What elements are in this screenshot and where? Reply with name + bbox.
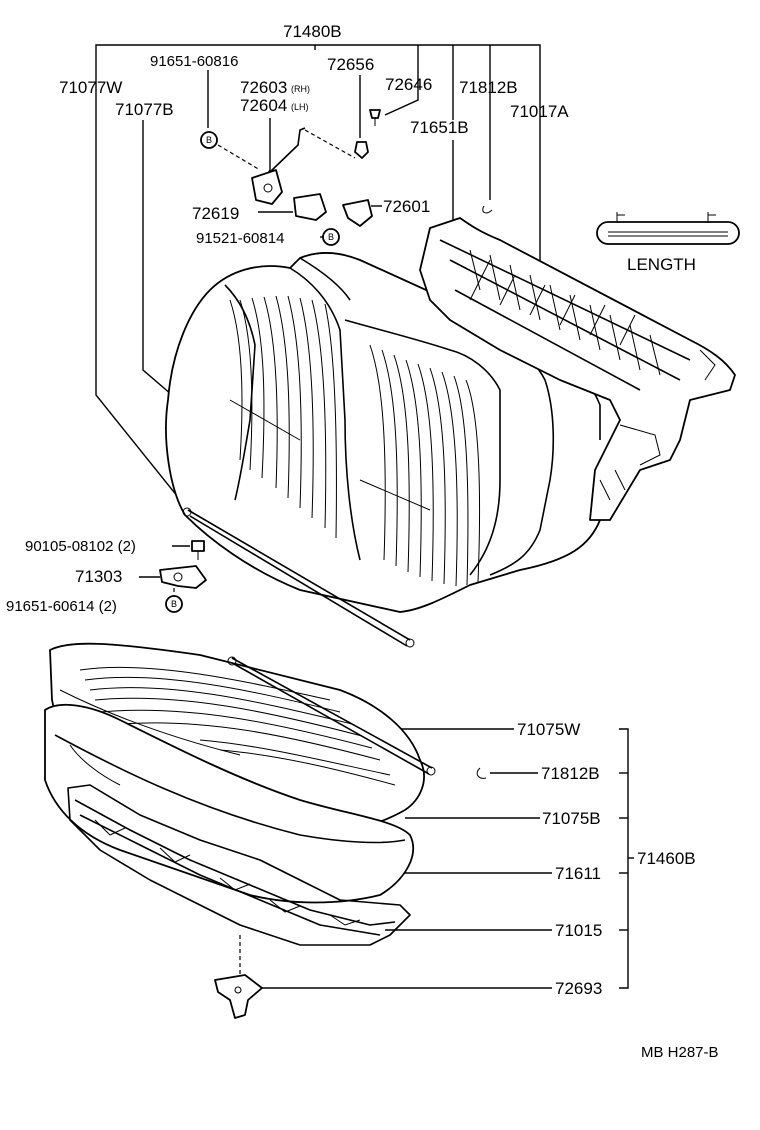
bolt-mark-letter: B <box>171 599 177 609</box>
hinge-72603 <box>251 169 283 205</box>
rod-71077w <box>182 507 415 648</box>
label-72646: 72646 <box>385 75 432 94</box>
label-71651b: 71651B <box>410 118 469 137</box>
label-71303: 71303 <box>75 567 122 586</box>
label-71611: 71611 <box>555 864 601 883</box>
bolt-90105 <box>191 540 205 552</box>
label-91651-60614: 91651-60614 (2) <box>6 598 117 615</box>
bracket-72601 <box>342 199 373 227</box>
seat-back-frame <box>419 217 736 521</box>
bolt-mark-letter: B <box>206 135 212 145</box>
label-71017a: 71017A <box>510 102 569 121</box>
label-71015: 71015 <box>555 921 602 940</box>
back-pleats-left <box>229 295 337 539</box>
back-pleats-middle <box>359 344 480 587</box>
cushion-pleats <box>59 666 396 786</box>
drawing-code: MB H287-B <box>641 1044 719 1061</box>
label-length: LENGTH <box>627 255 696 274</box>
label-71480b: 71480B <box>283 22 342 41</box>
top-small-parts: B B <box>200 109 493 246</box>
label-72604: 72604 <box>240 96 287 115</box>
label-72601: 72601 <box>383 197 430 216</box>
frame-springs <box>94 819 361 926</box>
label-72603-suffix: (RH) <box>291 84 310 94</box>
hog-ring-top <box>482 205 493 214</box>
bolt-mark-2 <box>322 228 340 246</box>
label-71075b: 71075B <box>542 809 601 828</box>
label-72656: 72656 <box>327 55 374 74</box>
seat-cushion <box>44 642 425 904</box>
label-91521-60814: 91521-60814 <box>196 230 284 247</box>
part-labels: 71480B 91651-60816 72656 71077W 72603 (R… <box>6 22 719 1061</box>
label-91651-60816: 91651-60816 <box>150 53 238 70</box>
bracket-71303 <box>159 565 207 589</box>
bolt-mark-1 <box>200 131 218 149</box>
hook-72693 <box>214 935 263 1019</box>
left-small-parts: B <box>159 540 207 613</box>
clip-72656 <box>354 141 369 159</box>
label-72603: 72603 <box>240 78 287 97</box>
screw-72646 <box>369 109 381 119</box>
label-71077w: 71077W <box>59 78 122 97</box>
bracket-72619 <box>293 193 327 221</box>
label-72619: 72619 <box>192 204 239 223</box>
label-71077b: 71077B <box>115 100 174 119</box>
label-72693: 72693 <box>555 979 602 998</box>
hog-ring-bottom <box>476 767 487 779</box>
frame-ribs <box>469 249 716 501</box>
cushion-frame <box>67 784 411 946</box>
leader-lines-bottom <box>139 545 634 989</box>
label-71812b-bottom: 71812B <box>541 764 600 783</box>
label-71812b-top: 71812B <box>459 78 518 97</box>
bolt-mark-letter: B <box>328 232 334 242</box>
leader-lines-top <box>95 44 541 513</box>
label-71460b: 71460B <box>637 849 696 868</box>
label-72604-suffix: (LH) <box>291 102 309 112</box>
label-90105-08102: 90105-08102 (2) <box>25 538 136 555</box>
length-icon <box>596 212 740 245</box>
rod-71075w <box>227 656 487 779</box>
label-71075w: 71075W <box>517 720 580 739</box>
